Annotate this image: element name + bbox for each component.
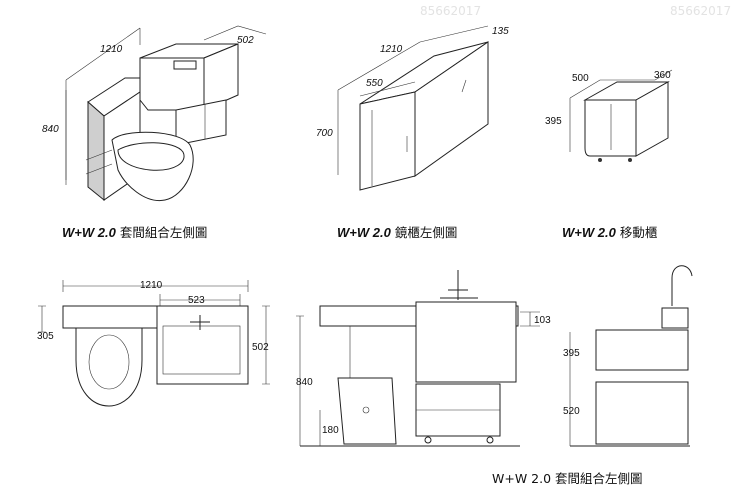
dim-side-lower: 520 — [563, 406, 580, 417]
caption-mobile-cabinet: W+W 2.0 移動櫃 — [562, 222, 657, 241]
dim-top-basin: 523 — [188, 295, 205, 306]
dim-front-height: 840 — [296, 377, 313, 388]
caption-side-view: W+W 2.0 套間組合左側圖 — [492, 471, 643, 486]
caption-combo-side-text: 套間組合左側圖 — [119, 225, 208, 240]
mobile-cabinet-drawing: 500 360 395 — [545, 69, 673, 162]
watermark-top-right: 85662017 — [670, 4, 732, 18]
dim-front-seat: 180 — [322, 425, 339, 436]
caption-mirror-model: W+W 2.0 — [337, 225, 391, 240]
dim-mobile-height: 395 — [545, 116, 562, 127]
top-view-drawing: 1210 523 305 502 — [37, 280, 270, 407]
caption-mirror-text: 鏡櫃左側圖 — [394, 225, 458, 240]
dim-combo-width: 1210 — [100, 44, 123, 55]
watermark-top-left: 85662017 — [420, 4, 482, 18]
dim-mobile-width: 500 — [572, 73, 589, 84]
caption-mirror-cabinet: W+W 2.0 鏡櫃左側圖 — [337, 222, 457, 241]
dim-top-left-depth: 305 — [37, 331, 54, 342]
side-view-drawing: 395 520 — [563, 265, 693, 447]
caption-mobile-text: 移動櫃 — [619, 225, 658, 240]
caption-combo-side: W+W 2.0 套間組合左側圖 — [62, 222, 207, 241]
combo-iso-drawing: 1210 502 840 — [42, 25, 267, 202]
dim-top-total: 1210 — [140, 280, 163, 291]
caption-mobile-model: W+W 2.0 — [562, 225, 616, 240]
dim-mirror-door: 550 — [366, 78, 383, 89]
dim-side-upper: 395 — [563, 348, 580, 359]
front-view-drawing: 840 180 103 — [296, 270, 551, 447]
dim-combo-depth: 502 — [237, 35, 254, 46]
dim-combo-height: 840 — [42, 124, 59, 135]
dim-front-top-gap: 103 — [534, 315, 551, 326]
dim-top-right-depth: 502 — [252, 342, 269, 353]
dim-mirror-height: 700 — [316, 128, 333, 139]
dim-mirror-depth: 135 — [492, 26, 509, 37]
mirror-cabinet-drawing: 1210 135 550 700 — [316, 25, 509, 191]
dim-mobile-depth: 360 — [654, 70, 671, 81]
caption-combo-side-model: W+W 2.0 — [62, 225, 116, 240]
dim-mirror-width: 1210 — [380, 44, 403, 55]
